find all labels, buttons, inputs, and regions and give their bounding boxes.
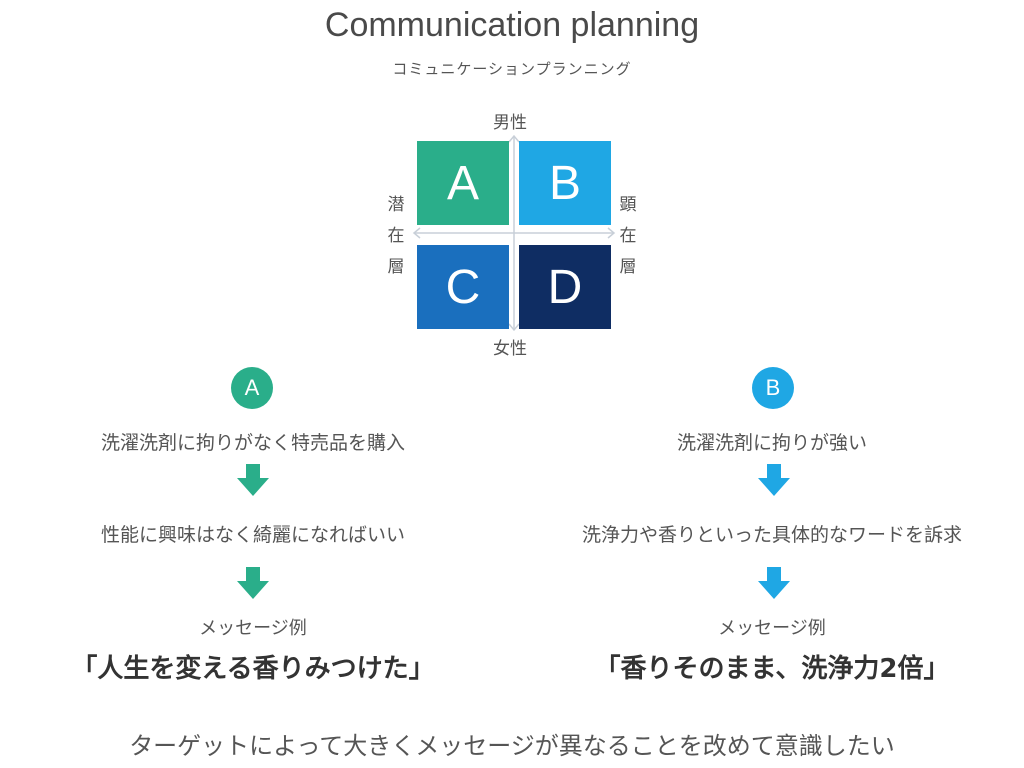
quadrant-b: B — [519, 141, 611, 225]
flow-a-message-label: メッセージ例 — [199, 618, 307, 639]
flow-b-message: 「香りそのまま、洗浄力2倍」 — [594, 654, 950, 684]
flow-b-step-2: 洗浄力や香りといった具体的なワードを訴求 — [581, 524, 962, 546]
axis-top-label: 男性 — [493, 113, 527, 133]
arrow-down-icon — [237, 464, 269, 496]
axis-left-label: 潜 在 層 — [387, 195, 405, 277]
flow-a-message: 「人生を変える香りみつけた」 — [71, 654, 435, 684]
axis-right-label: 顕 在 層 — [619, 195, 637, 277]
flow-b-message-label: メッセージ例 — [718, 618, 826, 639]
quadrant-d: D — [519, 245, 611, 329]
arrow-down-icon — [758, 567, 790, 599]
badge-b: B — [752, 367, 794, 409]
axis-bottom-label: 女性 — [493, 339, 527, 359]
quadrant-a: A — [417, 141, 509, 225]
badge-a: A — [231, 367, 273, 409]
arrow-down-icon — [237, 567, 269, 599]
flow-a-step-1: 洗濯洗剤に拘りがなく特売品を購入 — [100, 432, 405, 454]
flow-a-step-2: 性能に興味はなく綺麗になればいい — [100, 524, 405, 546]
flow-b-step-1: 洗濯洗剤に拘りが強い — [676, 432, 867, 454]
arrow-down-icon — [758, 464, 790, 496]
conclusion-text: ターゲットによって大きくメッセージが異なることを改めて意識したい — [129, 732, 895, 760]
matrix-axes — [412, 134, 616, 332]
quadrant-c: C — [417, 245, 509, 329]
page-title: Communication planning — [324, 6, 700, 44]
page-subtitle: コミュニケーションプランニング — [392, 60, 632, 78]
